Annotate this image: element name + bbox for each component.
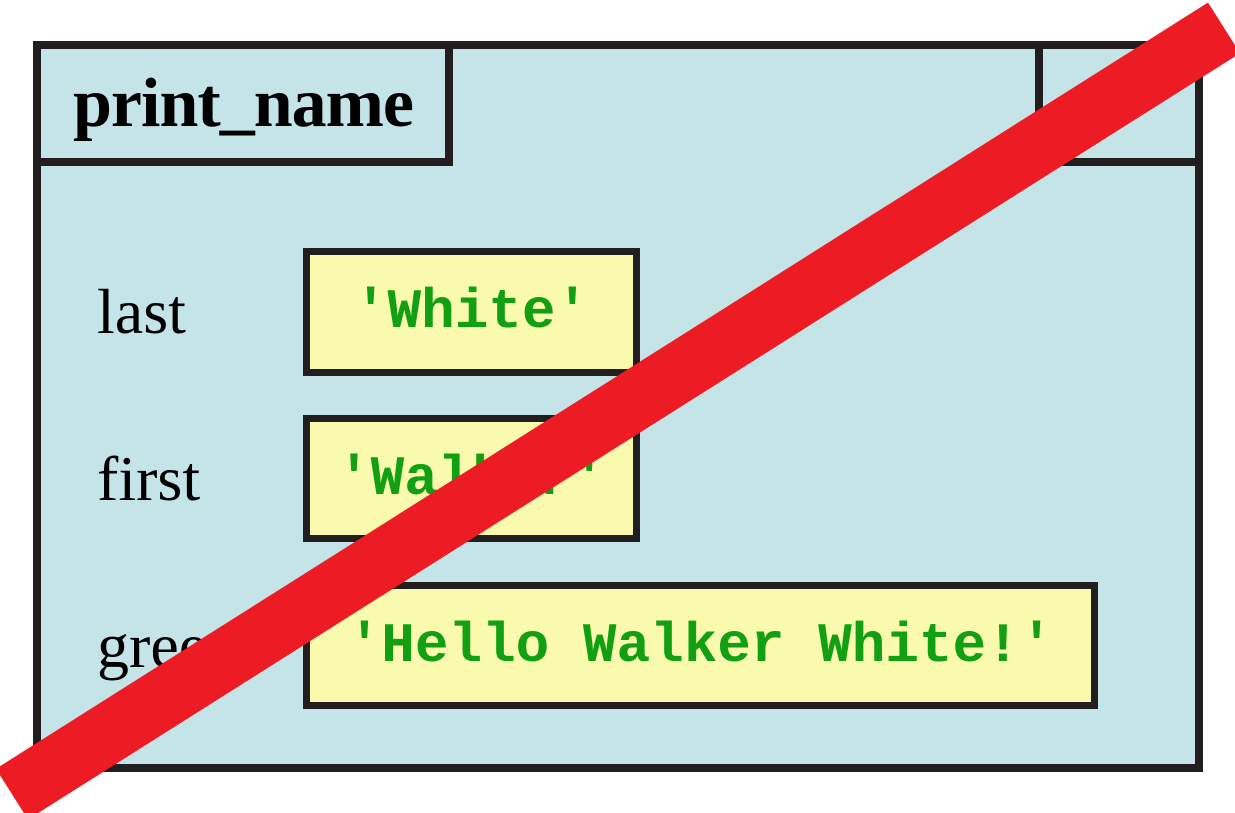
variable-value-box-greet: 'Hello Walker White!' [303,582,1098,709]
variable-value-box-last: 'White' [303,248,640,376]
frame-title: print_name [73,64,414,142]
variable-label-first: first [97,442,201,514]
variable-label-last: last [97,276,186,347]
frame-title-tab: print_name [33,41,453,166]
